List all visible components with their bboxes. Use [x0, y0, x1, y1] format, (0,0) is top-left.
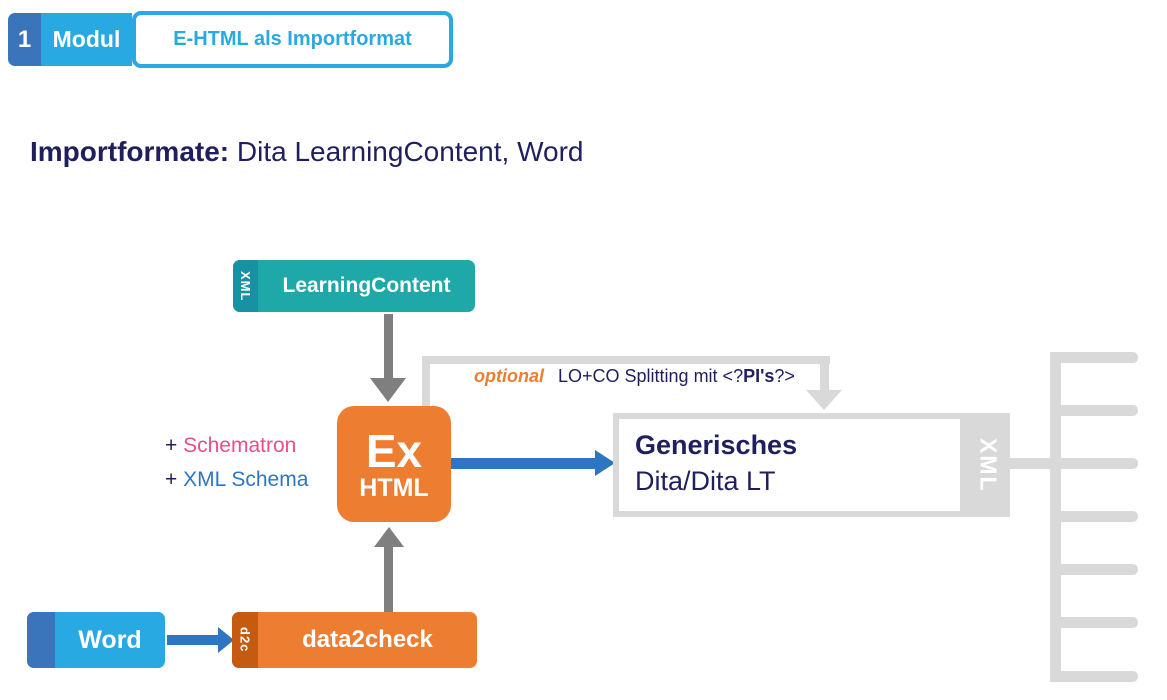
- generic-dita-content: Generisches Dita/Dita LT: [619, 419, 960, 511]
- xml-format-tab: XML: [233, 260, 258, 312]
- learning-content-label: LearningContent: [282, 274, 451, 297]
- module-label-badge: Modul: [41, 13, 132, 66]
- optional-description: LO+CO Splitting mit <?PI's?>: [558, 366, 795, 386]
- optional-path-left-bar: [422, 356, 430, 412]
- xml-schema-label: XML Schema: [183, 468, 309, 491]
- xml-schema-annotation: + XML Schema: [165, 468, 308, 492]
- ex-html-box: Ex HTML: [337, 406, 451, 522]
- schematron-label: Schematron: [183, 434, 297, 457]
- arrow-up-icon: [374, 527, 404, 547]
- arrow-down-icon: [370, 378, 406, 402]
- learning-content-box: XML LearningContent: [233, 260, 475, 312]
- tree-branch-line: [1050, 511, 1138, 522]
- ex-html-subtitle: HTML: [359, 473, 429, 502]
- generic-dita-subtitle: Dita/Dita LT: [635, 466, 776, 496]
- module-title-box: E-HTML als Importformat: [132, 11, 453, 68]
- arrow-right-shaft: [167, 635, 218, 645]
- tree-branch-line: [1050, 617, 1138, 628]
- plus-sign: +: [165, 434, 184, 457]
- word-box: Word: [27, 612, 165, 668]
- xml-tab-label: XML: [975, 437, 1002, 493]
- optional-path-right-bar: [820, 356, 829, 392]
- page-title: Importformate: Dita LearningContent, Wor…: [30, 136, 583, 168]
- tree-branch-line: [1050, 671, 1138, 682]
- arrow-right-shaft: [451, 458, 595, 469]
- optional-path-caption: optional LO+CO Splitting mit <?PI's?>: [474, 366, 795, 387]
- data2check-box: d2c data2check: [232, 612, 477, 668]
- optional-keyword: optional: [474, 366, 544, 386]
- arrow-down-shaft: [384, 314, 393, 380]
- generic-dita-box: Generisches Dita/Dita LT XML: [613, 413, 1010, 517]
- d2c-tab-label: d2c: [237, 627, 253, 653]
- tree-branch-line: [1050, 564, 1138, 575]
- word-label: Word: [78, 625, 142, 654]
- d2c-format-tab: d2c: [232, 612, 258, 668]
- schematron-annotation: + Schematron: [165, 434, 296, 458]
- arrow-right-icon: [218, 627, 234, 653]
- optional-path-top-bar: [422, 356, 830, 364]
- plus-sign: +: [165, 468, 184, 491]
- xml-tab-label: XML: [238, 270, 253, 302]
- xml-format-tab: XML: [966, 413, 1010, 517]
- heading-label: Importformate:: [30, 136, 230, 167]
- word-format-tab: [27, 612, 55, 668]
- optional-path-arrowhead-icon: [806, 390, 842, 410]
- arrow-up-shaft: [384, 545, 393, 612]
- tree-connector-line: [1006, 458, 1054, 469]
- ex-html-title: Ex: [365, 424, 423, 477]
- tree-branch-line: [1050, 458, 1138, 469]
- heading-value: Dita LearningContent, Word: [229, 136, 584, 167]
- tree-branch-line: [1050, 405, 1138, 416]
- tree-branch-line: [1050, 352, 1138, 363]
- arrow-right-icon: [595, 450, 615, 476]
- data2check-label: data2check: [302, 626, 433, 653]
- generic-dita-title: Generisches: [635, 430, 798, 460]
- module-number-badge: 1: [8, 13, 41, 66]
